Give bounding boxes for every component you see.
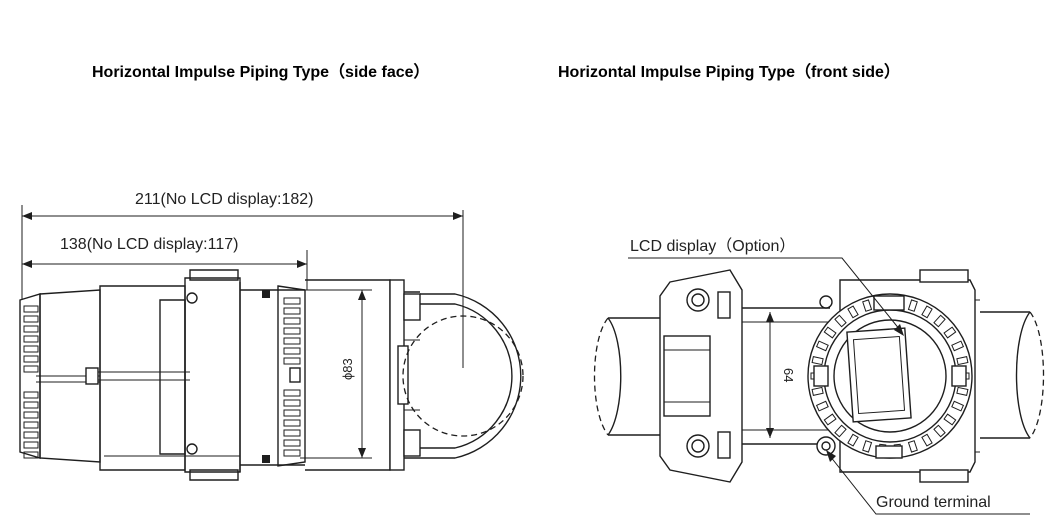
cooling-fin <box>23 421 39 429</box>
side-view-title: Horizontal Impulse Piping Type（side face… <box>92 64 430 81</box>
lcd-display <box>807 293 973 459</box>
ground-terminal <box>816 295 836 456</box>
side-view: 211(No LCD display:182) 138(No LCD displ… <box>19 191 524 481</box>
cooling-fin <box>23 305 39 313</box>
cooling-fin <box>283 327 301 335</box>
cooling-fin <box>23 391 39 399</box>
cooling-fin <box>23 315 39 323</box>
cooling-fin <box>283 399 301 407</box>
ring-tooth <box>834 424 847 438</box>
front-view-title: Horizontal Impulse Piping Type（front sid… <box>558 64 900 81</box>
housing-body <box>85 269 305 481</box>
ring-tooth <box>815 400 829 412</box>
cooling-fin <box>283 357 301 365</box>
ring-tooth <box>951 340 965 352</box>
dim-partial-label: 138(No LCD display:117) <box>60 236 238 253</box>
cooling-fin <box>23 365 39 373</box>
front-view: 64 LCD display（Option） Ground terminal <box>593 237 1045 515</box>
cooling-fin <box>23 441 39 449</box>
cooling-fin <box>283 409 301 417</box>
cooling-fin <box>23 411 39 419</box>
dim-height-label: 64 <box>781 368 796 382</box>
left-end-cover <box>19 289 101 463</box>
ring-tooth <box>943 413 957 426</box>
ring-tooth <box>921 433 933 447</box>
dim-diameter-label: ϕ83 <box>340 358 355 380</box>
ground-terminal-label: Ground terminal <box>876 494 991 511</box>
ring-tooth <box>943 326 957 339</box>
cooling-fin <box>23 345 39 353</box>
cooling-fin <box>23 431 39 439</box>
cooling-fin <box>283 297 301 305</box>
cooling-fin <box>23 355 39 363</box>
ring-tooth <box>956 356 969 366</box>
ring-tooth <box>862 299 873 312</box>
cooling-fin <box>283 307 301 315</box>
cooling-fin <box>283 317 301 325</box>
pipe-section <box>593 311 1045 439</box>
right-end-cover <box>277 285 306 467</box>
ring-tooth <box>811 356 824 366</box>
flange-body <box>659 269 743 483</box>
ring-tooth <box>823 413 837 426</box>
ring-tooth <box>907 299 918 312</box>
front-dimensions: 64 <box>766 312 796 438</box>
ring-tooth <box>951 400 965 412</box>
ring-tooth <box>956 386 969 396</box>
cooling-fin <box>283 449 301 457</box>
cooling-fin <box>23 451 39 459</box>
cooling-fin <box>23 335 39 343</box>
ring-tooth <box>933 424 946 438</box>
dim-total-label: 211(No LCD display:182) <box>135 191 313 208</box>
cooling-fin <box>283 347 301 355</box>
side-dimensions: 211(No LCD display:182) 138(No LCD displ… <box>21 191 463 459</box>
ring-tooth <box>862 440 873 453</box>
cooling-fin <box>283 337 301 345</box>
ring-tooth <box>847 305 859 319</box>
cooling-fin <box>283 439 301 447</box>
ring-tooth <box>823 326 837 339</box>
front-labels: LCD display（Option） Ground terminal <box>628 237 1030 515</box>
cooling-fin <box>23 401 39 409</box>
ring-tooth <box>921 305 933 319</box>
cooling-fin <box>23 325 39 333</box>
ring-tooth <box>815 340 829 352</box>
lcd-display-label: LCD display（Option） <box>630 237 795 255</box>
u-bolt-pipe <box>402 210 524 459</box>
ring-tooth <box>834 314 847 328</box>
ring-tooth <box>811 386 824 396</box>
ring-tooth <box>847 433 859 447</box>
ring-tooth <box>907 440 918 453</box>
housing-neck <box>742 307 830 445</box>
cooling-fin <box>283 389 301 397</box>
cooling-fin <box>283 429 301 437</box>
ring-tooth <box>933 314 946 328</box>
mounting-flange <box>305 279 421 471</box>
cooling-fin <box>283 419 301 427</box>
